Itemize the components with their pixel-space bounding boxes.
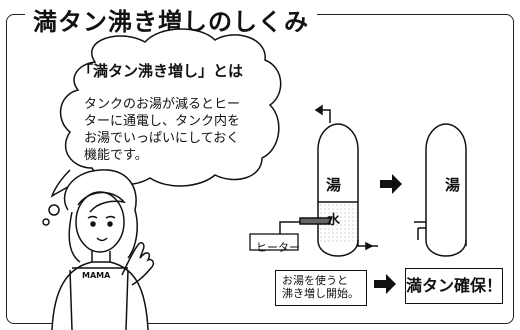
bubble-line: お湯でいっぱいにしておく <box>84 131 240 146</box>
apron-label: MAMA <box>82 271 111 280</box>
note-line: お湯を使うと <box>282 274 348 287</box>
cold-water-label: 水 <box>327 213 341 228</box>
bubble-title: 「満タン沸き増し」とは <box>78 62 244 80</box>
reheat-start-note: お湯を使うと 沸き増し開始。 <box>275 270 367 306</box>
thought-bubble <box>42 28 282 226</box>
mother-figure <box>51 169 155 330</box>
full-tank-result: 満タン確保！ <box>405 268 503 304</box>
bubble-body: タンクのお湯が減るとヒー ターに通電し、タンク内を お湯でいっぱいにしておく 機… <box>84 96 274 164</box>
heater-label: ヒーター <box>256 241 300 254</box>
tank-before <box>279 104 378 257</box>
bubble-line: タンクのお湯が減るとヒー <box>84 97 241 112</box>
hot-water-label-full: 湯 <box>445 176 461 194</box>
arrow-right-icon <box>374 274 396 294</box>
arrow-right-icon <box>380 174 402 194</box>
hot-water-label: 湯 <box>326 176 342 194</box>
note-line: 沸き増し開始。 <box>282 287 359 300</box>
bubble-line: ターに通電し、タンク内を <box>84 114 241 129</box>
bubble-line: 機能です。 <box>84 148 148 163</box>
tank-after <box>414 123 467 257</box>
heater-box <box>249 233 299 251</box>
